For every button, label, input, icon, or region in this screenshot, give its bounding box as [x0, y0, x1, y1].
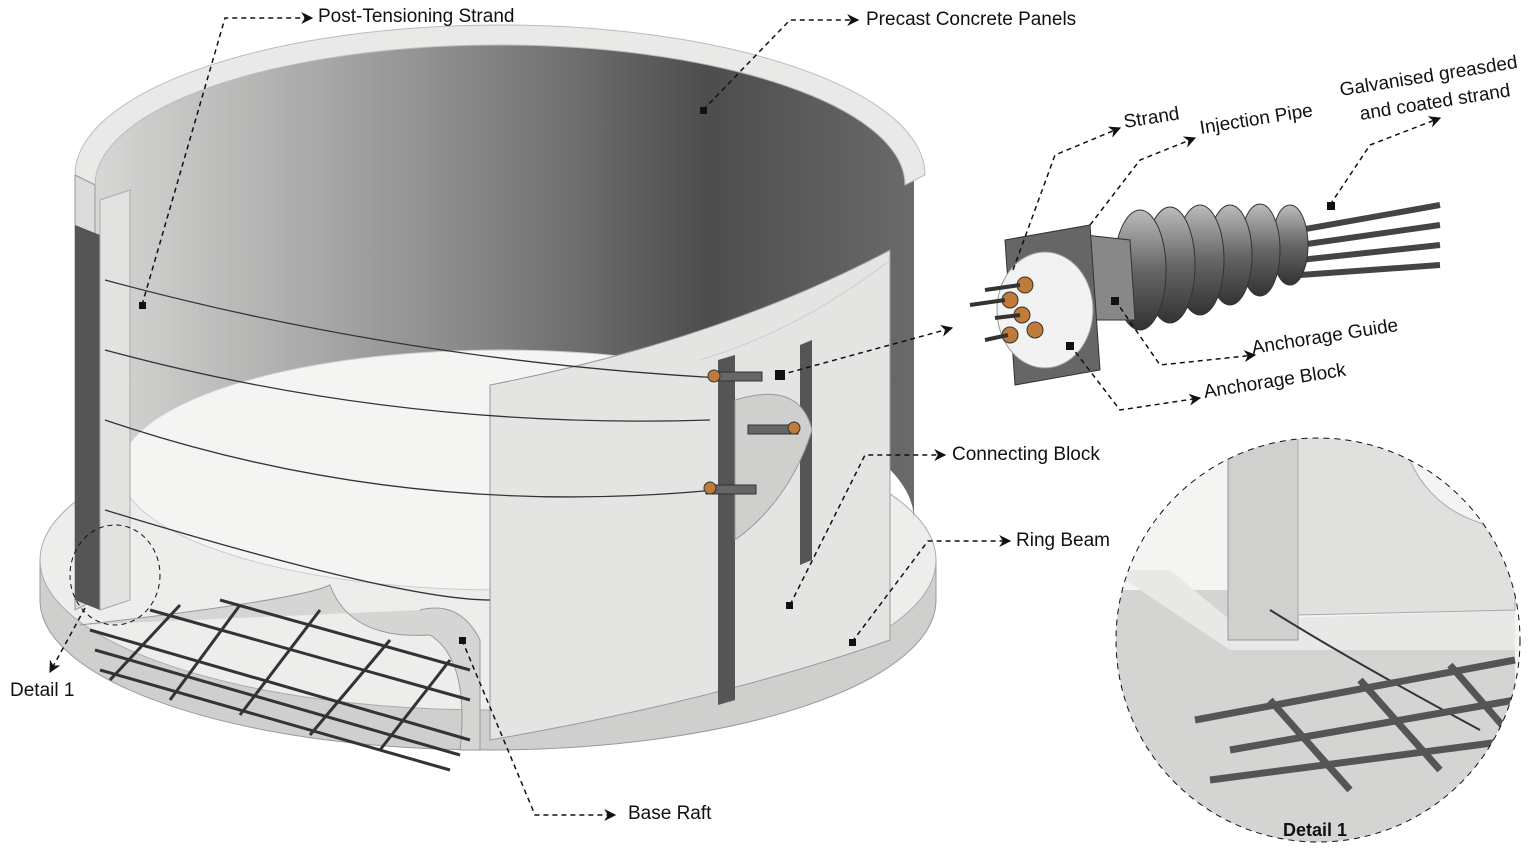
- leader-dots: [139, 107, 1335, 646]
- detail-1-view: [1116, 438, 1520, 842]
- wedge-anchors: [1001, 276, 1044, 344]
- wall-anchors: [703, 369, 801, 495]
- label-detail-1: Detail 1: [10, 680, 75, 701]
- corrugated-duct: [1113, 203, 1309, 331]
- precast-panels: [74, 24, 926, 741]
- galvanised-strands: [1299, 202, 1441, 278]
- base-raft: [79, 584, 481, 772]
- post-tensioning-strands: [104, 279, 721, 601]
- detail-1-caption: Detail 1: [1283, 820, 1348, 840]
- label-ring-beam: Ring Beam: [1016, 530, 1110, 551]
- label-base-raft: Base Raft: [628, 803, 712, 824]
- detail-1-marker: [69, 524, 161, 626]
- label-connecting-block: Connecting Block: [952, 444, 1100, 465]
- anchorage-assembly: [969, 202, 1441, 386]
- label-post-tensioning-strand: Post-Tensioning Strand: [318, 6, 515, 27]
- label-precast-panels: Precast Concrete Panels: [866, 9, 1077, 30]
- leader-lines: [49, 12, 1442, 821]
